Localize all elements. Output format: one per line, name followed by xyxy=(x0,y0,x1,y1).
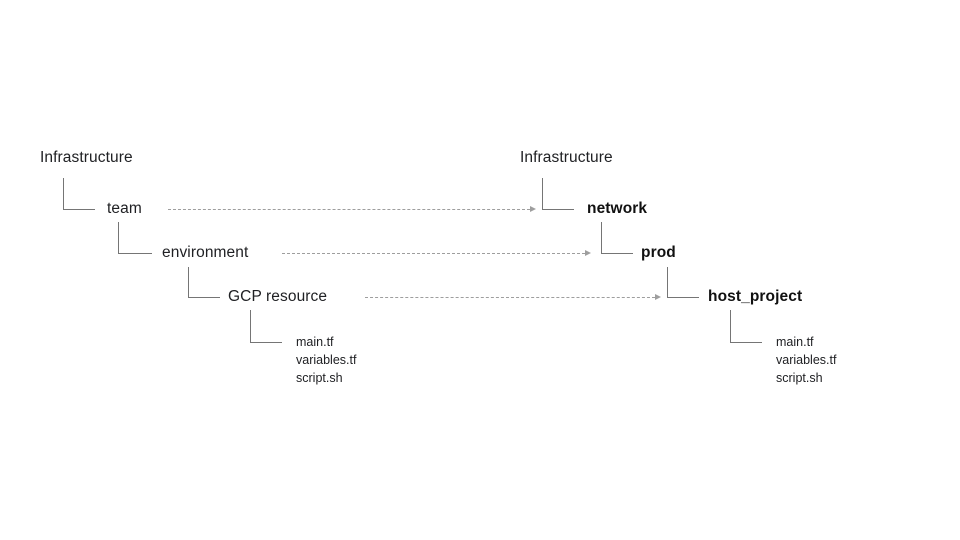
right-node-network: network xyxy=(587,200,648,217)
left-connector-environment-to-gcp-resource xyxy=(188,267,220,298)
arrow-environment-to-prod xyxy=(282,250,591,256)
arrowhead-icon xyxy=(585,250,591,256)
right-connector-root-to-network xyxy=(542,178,574,210)
left-connector-root-to-team xyxy=(63,178,95,210)
left-connector-team-to-environment xyxy=(118,222,152,254)
right-connector-prod-to-host-project xyxy=(667,267,699,298)
left-connector-gcp-resource-to-files xyxy=(250,310,282,343)
right-connector-host-project-to-files xyxy=(730,310,762,343)
left-tree-root-label: Infrastructure xyxy=(40,149,133,166)
arrowhead-icon xyxy=(530,206,536,212)
arrow-gcp-resource-to-host-project xyxy=(365,294,661,300)
left-node-environment: environment xyxy=(162,244,249,261)
right-tree-root-label: Infrastructure xyxy=(520,149,613,166)
right-file-script-sh: script.sh xyxy=(776,371,823,385)
right-node-host-project: host_project xyxy=(708,288,803,305)
right-file-variables-tf: variables.tf xyxy=(776,353,837,367)
arrow-team-to-network xyxy=(168,206,536,212)
left-file-variables-tf: variables.tf xyxy=(296,353,357,367)
left-file-main-tf: main.tf xyxy=(296,335,334,349)
right-connector-network-to-prod xyxy=(601,222,633,254)
left-file-list: main.tf variables.tf script.sh xyxy=(296,333,356,387)
left-node-gcp-resource: GCP resource xyxy=(228,288,328,305)
arrowhead-icon xyxy=(655,294,661,300)
left-file-script-sh: script.sh xyxy=(296,371,343,385)
right-file-list: main.tf variables.tf script.sh xyxy=(776,333,836,387)
right-file-main-tf: main.tf xyxy=(776,335,814,349)
left-node-team: team xyxy=(107,200,142,217)
right-node-prod: prod xyxy=(641,244,676,261)
